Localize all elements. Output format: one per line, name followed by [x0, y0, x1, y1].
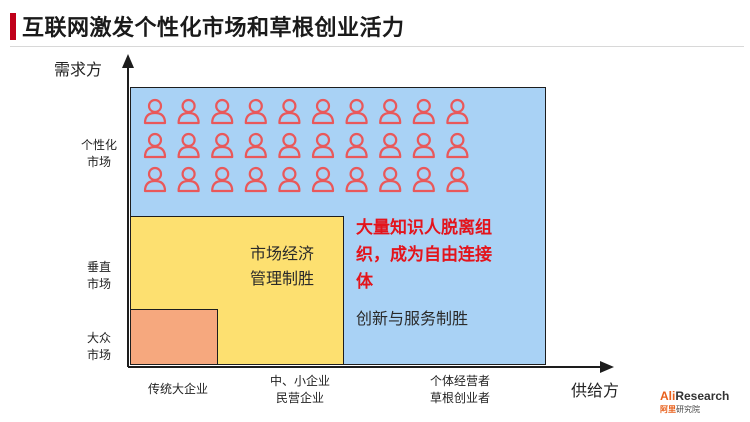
y-axis-title: 需求方: [54, 60, 103, 79]
y-axis-arrow: [122, 54, 134, 68]
person-icon: [446, 132, 469, 159]
y-label-line: 大众: [86, 331, 111, 345]
y-label-mass: 大众 市场: [74, 330, 124, 364]
person-icon: [211, 98, 234, 125]
x-label-line: 民营企业: [275, 391, 324, 405]
highlight-text-line: 大量知识人脱离组: [356, 218, 492, 238]
x-axis-arrow: [600, 361, 614, 373]
person-icon: [345, 132, 368, 159]
brand-sub-rest: 研究院: [676, 405, 700, 414]
person-icon: [311, 166, 335, 193]
person-icon: [143, 166, 167, 193]
person-icon: [379, 98, 402, 125]
person-icon: [244, 166, 267, 193]
brand-rest: Research: [675, 389, 730, 403]
x-label-individuals: 个体经营者 草根创业者: [405, 373, 515, 407]
person-icon: [278, 132, 301, 159]
person-icon: [211, 166, 234, 193]
yellow-region-text: 市场经济 管理制胜: [232, 241, 332, 291]
x-axis-title: 供给方: [571, 381, 620, 400]
brand-logo: AliResearch: [660, 389, 729, 403]
person-icon: [311, 98, 335, 125]
person-icon: [345, 166, 368, 193]
y-label-line: 市场: [86, 277, 111, 291]
person-icon: [412, 166, 435, 193]
x-label-line: 中、小企业: [269, 374, 330, 388]
person-icon: [278, 98, 301, 125]
x-label-line: 传统大企业: [147, 382, 208, 396]
yellow-text-line: 市场经济: [249, 244, 314, 263]
title-divider: [10, 46, 744, 47]
person-icon: [412, 132, 435, 159]
brand-accent: Ali: [660, 389, 676, 403]
brand-sub-accent: 阿里: [660, 405, 676, 414]
person-icon: [379, 132, 402, 159]
x-label-line: 个体经营者: [429, 374, 490, 388]
highlight-text-line: 体: [356, 272, 373, 292]
y-label-vertical: 垂直 市场: [74, 259, 124, 293]
person-icon: [244, 132, 267, 159]
person-icon: [211, 132, 234, 159]
person-icon: [446, 166, 469, 193]
person-icon: [345, 98, 368, 125]
person-icon: [412, 98, 435, 125]
mass-market-region: [130, 309, 218, 365]
page-title: 互联网激发个性化市场和草根创业活力: [22, 16, 405, 41]
brand-subtitle: 阿里研究院: [660, 404, 700, 415]
person-icon: [143, 132, 167, 159]
highlight-text: 大量知识人脱离组 织，成为自由连接 体: [356, 215, 536, 296]
y-label-personalized: 个性化 市场: [74, 137, 124, 171]
person-icon: [143, 98, 167, 125]
y-label-line: 垂直: [86, 260, 111, 274]
x-label-large-enterprises: 传统大企业: [128, 381, 228, 398]
y-label-line: 市场: [86, 155, 111, 169]
title-accent-bar: [10, 13, 16, 40]
yellow-text-line: 管理制胜: [249, 269, 314, 288]
person-icon: [177, 132, 200, 159]
person-icon: [177, 98, 200, 125]
blue-region-text: 创新与服务制胜: [356, 309, 469, 328]
x-label-smes: 中、小企业 民营企业: [250, 373, 350, 407]
y-label-line: 市场: [86, 348, 111, 362]
x-label-line: 草根创业者: [429, 391, 490, 405]
person-icon: [379, 166, 402, 193]
person-icon: [177, 166, 200, 193]
highlight-text-line: 织，成为自由连接: [356, 245, 492, 265]
person-icon: [311, 132, 335, 159]
person-icon: [278, 166, 301, 193]
y-label-line: 个性化: [80, 138, 117, 152]
person-icon: [244, 98, 267, 125]
person-icon: [446, 98, 469, 125]
